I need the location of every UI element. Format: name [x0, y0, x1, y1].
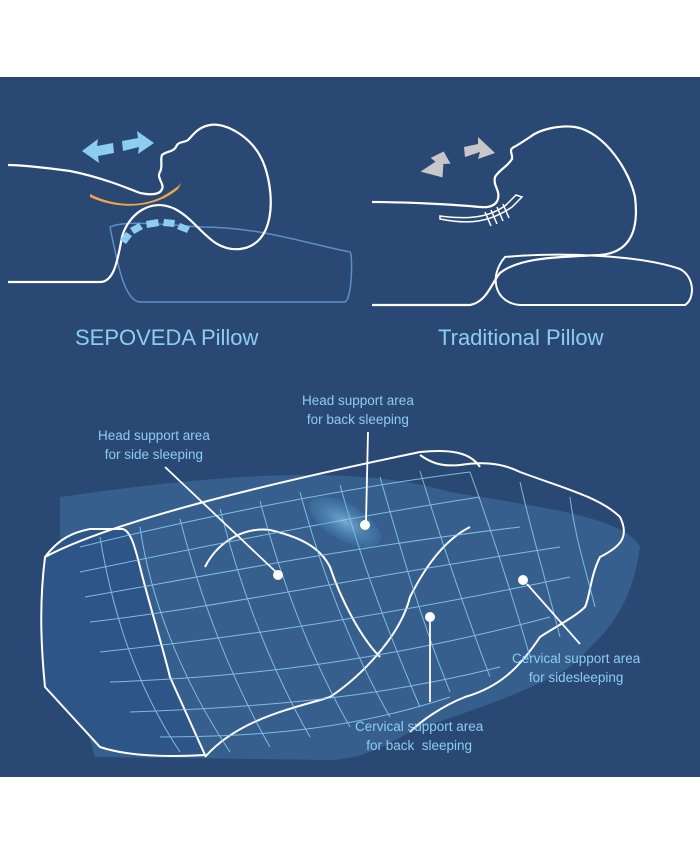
traditional-figure [371, 125, 693, 307]
callout-head-back: Head support area for back sleeping [302, 393, 414, 427]
support-dashes [120, 219, 190, 244]
double-arrow-outward-icon [82, 131, 154, 163]
contour-pillow-3d [40, 431, 640, 760]
callout-cervical-side: Cervical support area for sidesleeping [512, 651, 641, 685]
neck-support-curve [90, 182, 182, 206]
wireframe-grid [79, 470, 596, 753]
callout-head-side: Head support area for side sleeping [98, 428, 210, 462]
pillow-outline [109, 222, 353, 303]
sepoveda-pillow-title: SEPOVEDA Pillow [75, 325, 259, 350]
callout-lines [164, 431, 581, 702]
illustration [7, 123, 693, 760]
traditional-pillow-title: Traditional Pillow [438, 325, 604, 350]
traditional-pillow-outline [494, 253, 693, 306]
compressed-spine-icon [439, 194, 524, 227]
double-arrow-inward-icon [420, 137, 495, 178]
sepoveda-figure [7, 123, 353, 303]
callout-cervical-back: Cervical support area for back sleeping [355, 719, 484, 753]
back-head-glow [309, 496, 381, 548]
diagram-panel: SEPOVEDA Pillow Traditional Pillow Head … [0, 77, 700, 777]
